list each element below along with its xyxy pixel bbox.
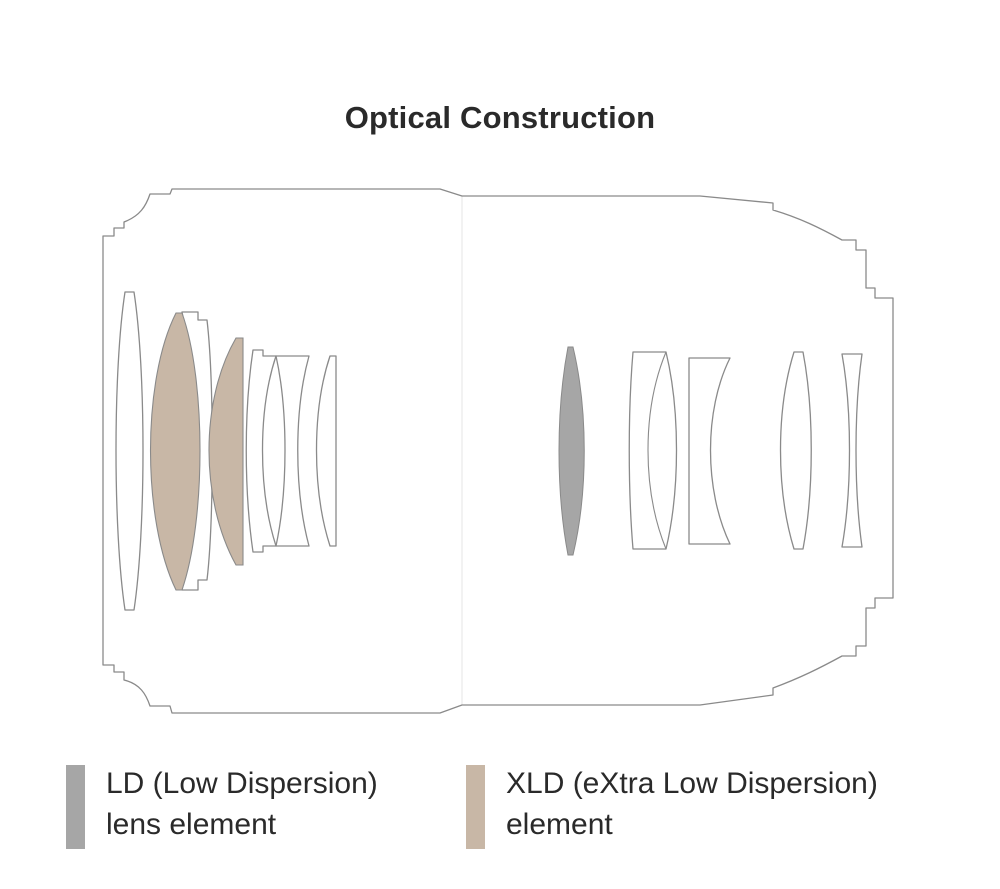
xld-lens-element-4 <box>208 337 244 566</box>
xld-lens-element-2 <box>149 312 201 591</box>
lens-element-5 <box>245 349 277 553</box>
ld-legend-label: LD (Low Dispersion) lens element <box>106 763 378 845</box>
lens-element-10 <box>688 357 731 545</box>
lens-element-11 <box>779 351 812 550</box>
ld-color-swatch <box>66 765 85 849</box>
lens-element-6 <box>275 355 310 547</box>
xld-legend-line-1: XLD (eXtra Low Dispersion) <box>506 767 878 800</box>
lens-element-9 <box>628 351 678 550</box>
ld-legend-line-2: lens element <box>106 808 277 841</box>
lens-element-12 <box>841 353 863 548</box>
lens-barrel-outline <box>102 188 894 714</box>
lens-element-1 <box>115 291 144 611</box>
xld-color-swatch <box>466 765 485 849</box>
ld-lens-element-8 <box>558 346 585 556</box>
diagram-title: Optical Construction <box>344 100 656 135</box>
xld-legend-label: XLD (eXtra Low Dispersion) element <box>506 763 878 845</box>
lens-element-9-inner-curve <box>647 351 667 550</box>
lens-element-7 <box>315 355 337 547</box>
xld-legend-line-2: element <box>506 808 613 841</box>
ld-legend-line-1: LD (Low Dispersion) <box>106 767 378 800</box>
